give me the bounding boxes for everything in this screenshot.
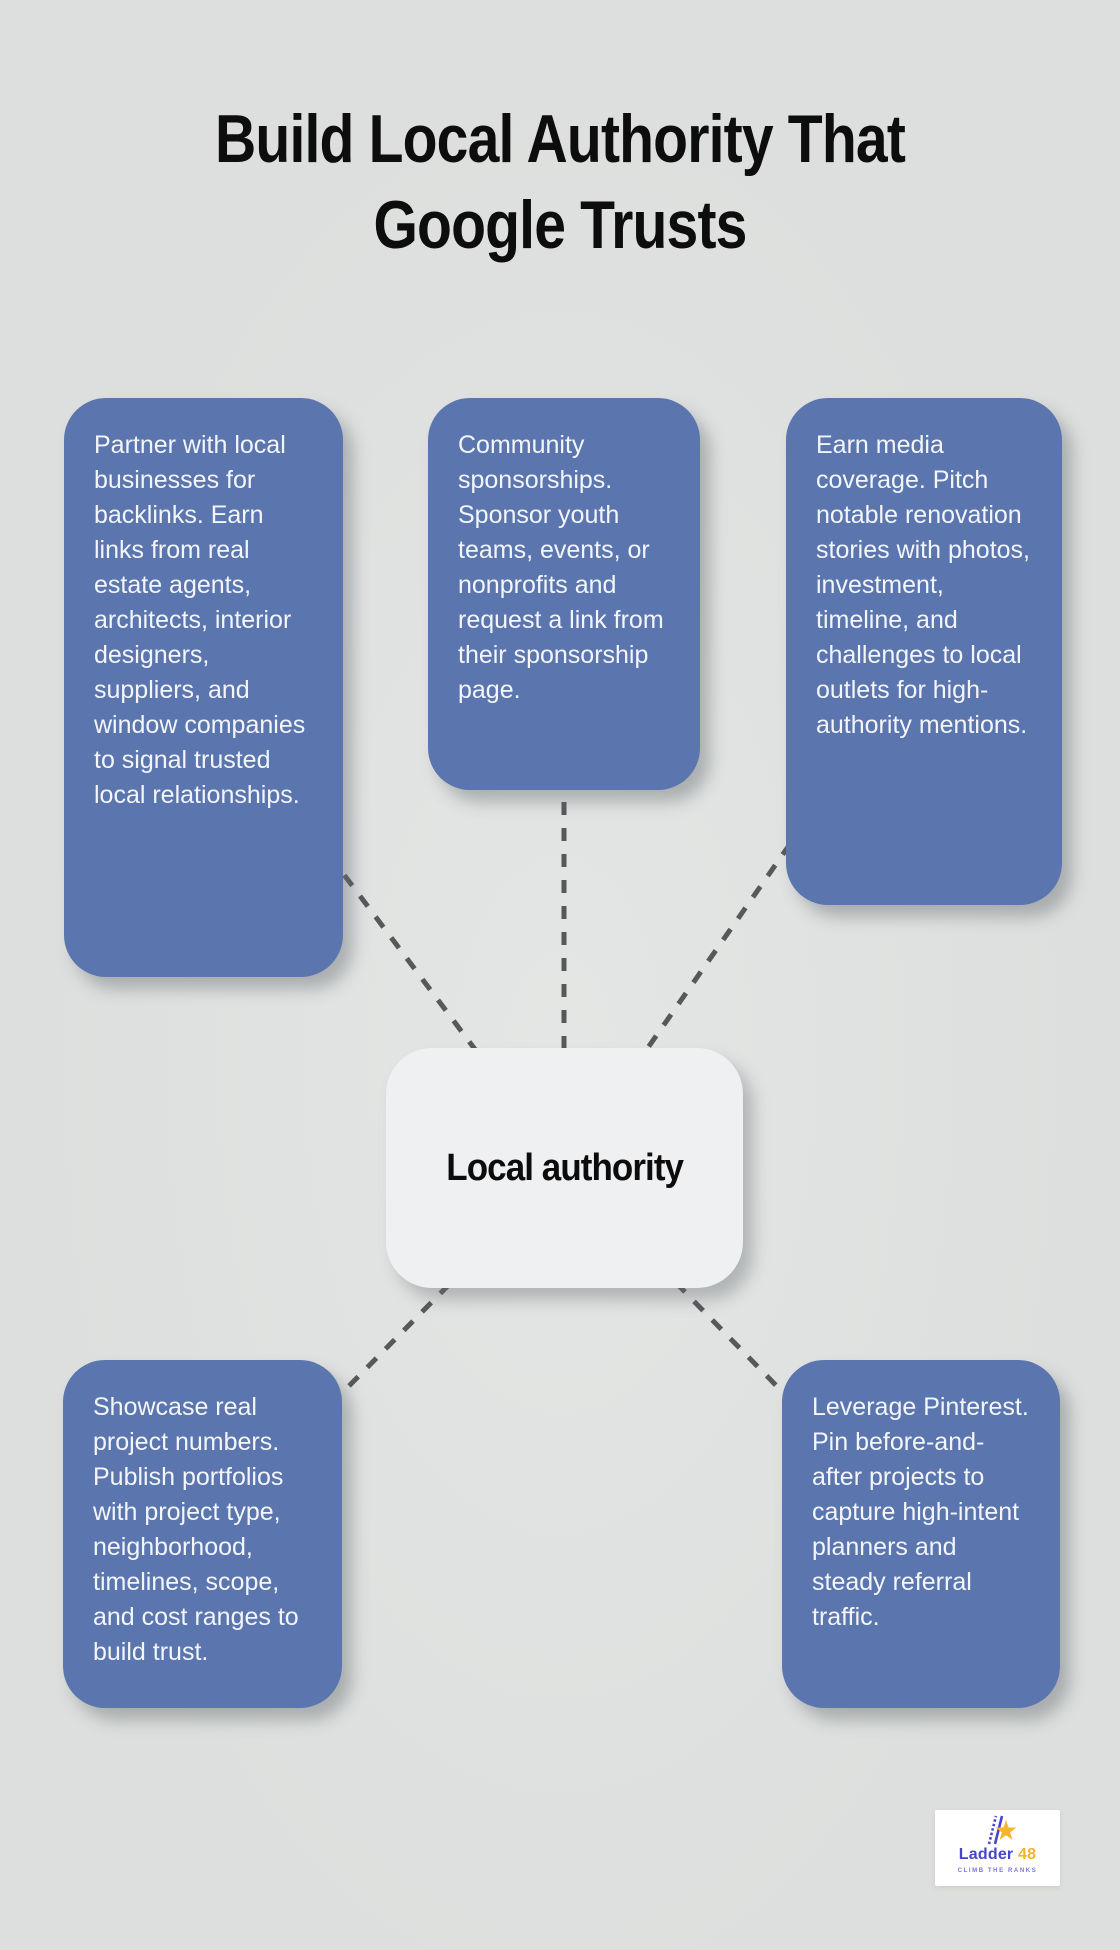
node-text: Community sponsorships. Sponsor youth te…: [458, 431, 664, 704]
node-showcase-project-numbers: Showcase real project numbers. Publish p…: [63, 1360, 342, 1708]
node-earn-media-coverage: Earn media coverage. Pitch notable renov…: [786, 398, 1062, 905]
node-text: Showcase real project numbers. Publish p…: [93, 1393, 299, 1666]
page-title-line2: Google Trusts: [373, 187, 747, 263]
center-node-label: Local authority: [446, 1146, 684, 1189]
node-partner-backlinks: Partner with local businesses for backli…: [64, 398, 343, 977]
center-node-local-authority: Local authority: [386, 1048, 743, 1288]
logo-tagline: CLIMB THE RANKS: [957, 1868, 1038, 1874]
node-text: Partner with local businesses for backli…: [94, 431, 306, 809]
node-community-sponsorships: Community sponsorships. Sponsor youth te…: [428, 398, 700, 790]
node-leverage-pinterest: Leverage Pinterest. Pin before-and-after…: [782, 1360, 1060, 1708]
node-text: Leverage Pinterest. Pin before-and-after…: [812, 1393, 1029, 1631]
page-title-line1: Build Local Authority That: [214, 101, 906, 177]
logo-brand-name: Ladder: [958, 1846, 1014, 1863]
logo-brand-number: 48: [1018, 1846, 1037, 1863]
logo-card: Ladder 48 CLIMB THE RANKS: [935, 1810, 1060, 1886]
ladder-star-icon: [987, 1815, 1016, 1845]
logo-brand: Ladder 48: [959, 1846, 1036, 1864]
node-text: Earn media coverage. Pitch notable renov…: [816, 431, 1030, 739]
page-title: Build Local Authority That Google Trusts: [90, 96, 1031, 268]
